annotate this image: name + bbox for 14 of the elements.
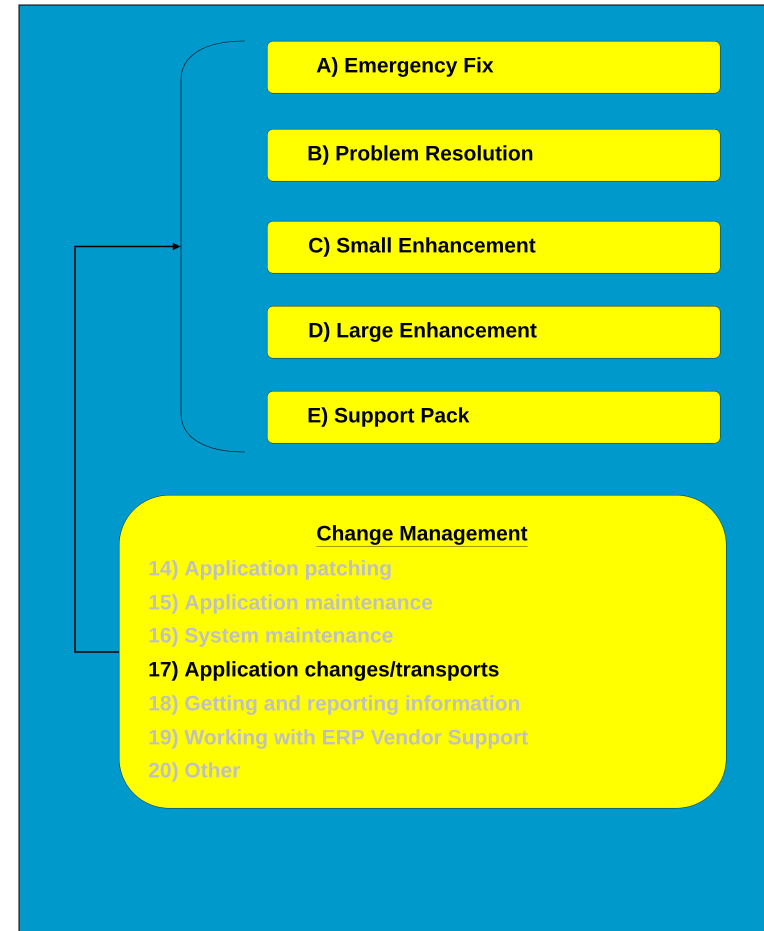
option-box: E) Support Pack xyxy=(267,391,720,444)
list-item: 20) Other xyxy=(148,762,240,782)
option-box: D) Large Enhancement xyxy=(267,306,720,358)
list-item: 17) Application changes/transports xyxy=(150,661,499,681)
list-item: 14) Application patching xyxy=(150,560,391,580)
option-box: B) Problem Resolution xyxy=(267,129,720,182)
bracket xyxy=(180,40,246,452)
list-item: 19) Working with ERP Vendor Support xyxy=(150,729,528,749)
list-item: 16) System maintenance xyxy=(150,627,393,647)
list-item: 18) Getting and reporting information xyxy=(150,695,520,715)
option-box: C) Small Enhancement xyxy=(267,221,720,274)
list-item: 15) Application maintenance xyxy=(150,594,432,614)
option-box: A) Emergency Fix xyxy=(267,41,720,94)
heading: Change Management xyxy=(316,525,528,546)
